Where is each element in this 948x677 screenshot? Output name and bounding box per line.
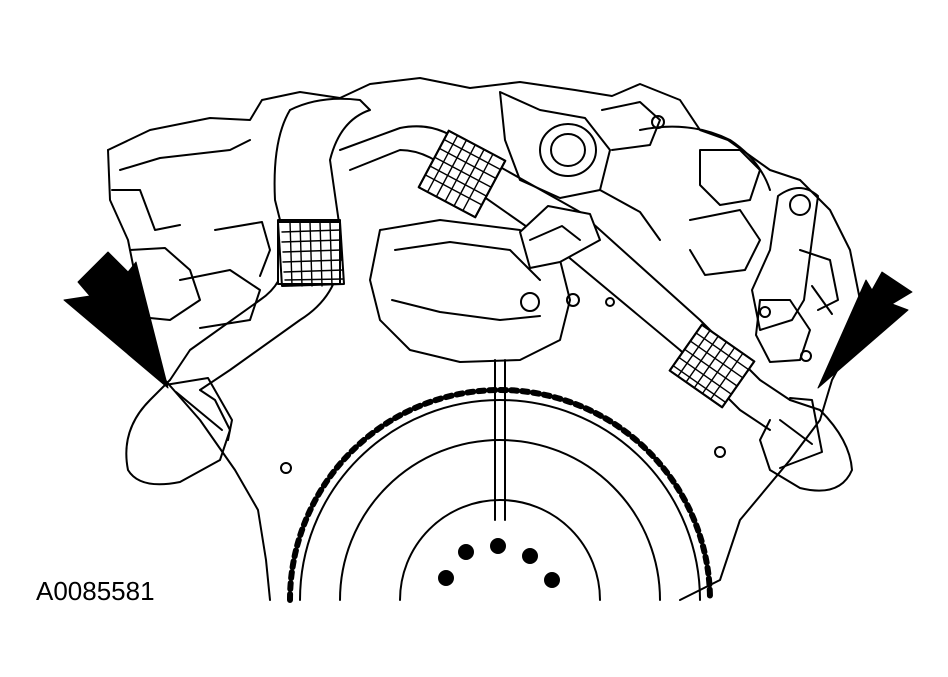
engine-block (107, 77, 861, 601)
left-coolant-hose (125, 97, 371, 486)
right-bracket (599, 187, 833, 331)
left-callout-arrow (63, 251, 169, 389)
figure-id-label: A0085581 (36, 576, 155, 606)
upper-coolant-hose (339, 125, 853, 492)
right-callout-arrow (817, 271, 913, 389)
flywheel (280, 115, 812, 603)
